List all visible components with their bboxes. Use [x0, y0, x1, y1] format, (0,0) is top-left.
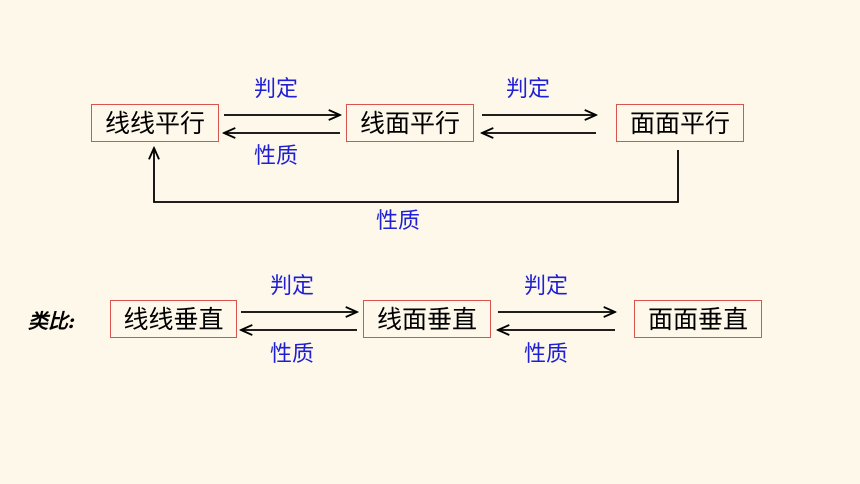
label-property-3: 性质: [270, 342, 315, 367]
label-property-4: 性质: [524, 342, 569, 367]
box-plane-plane-parallel: 面面平行: [616, 104, 744, 142]
label-property-1: 性质: [254, 144, 299, 169]
label-property-long: 性质: [376, 209, 421, 234]
box-line-line-perpendicular: 线线垂直: [110, 300, 237, 338]
arrow-property-long: [154, 148, 679, 203]
box-plane-plane-perpendicular: 面面垂直: [634, 300, 762, 338]
label-judge-3: 判定: [270, 274, 315, 299]
box-line-plane-parallel: 线面平行: [346, 104, 474, 142]
label-judge-2: 判定: [506, 77, 551, 102]
box-line-line-parallel: 线线平行: [91, 104, 219, 142]
analogy-label: 类比:: [28, 309, 76, 333]
label-judge-4: 判定: [524, 274, 569, 299]
box-line-plane-perpendicular: 线面垂直: [363, 300, 491, 338]
label-judge-1: 判定: [254, 77, 299, 102]
